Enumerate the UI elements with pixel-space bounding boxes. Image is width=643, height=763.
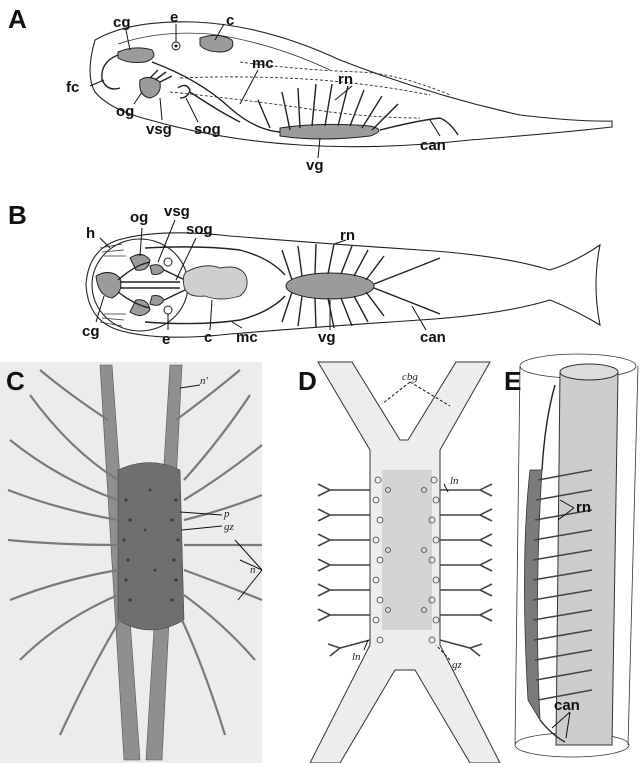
panel-b-label-mc: mc [236,329,258,346]
panel-c-label-n-prime: n' [200,375,209,387]
panel-b-label-c: c [204,329,212,346]
panel-b-eye-top [164,258,172,266]
panel-b-leader-mc [232,322,242,328]
panel-a-label-vg: vg [306,157,324,174]
panel-e-label-can: can [554,697,580,714]
panel-b-cerebellum [183,266,247,299]
panel-c-label-n: n [250,564,256,576]
panel-a-leader-cg [126,30,130,50]
panel-a-leader-fc [90,80,104,86]
panel-b-leader-vsg [158,220,175,262]
panel-a-label-e: e [170,9,178,26]
panel-b-cerebral-ganglion [96,272,121,298]
panel-b-ventral-ganglion [286,273,374,299]
panel-a-letter: A [8,4,27,34]
panel-a-label-mc: mc [252,55,274,72]
panel-b-label-vsg: vsg [164,203,190,220]
panel-d-core [382,470,432,630]
panel-b-label-sog: sog [186,221,213,238]
panel-d-letter: D [298,366,317,396]
panel-a-ventral-ganglion [280,124,379,139]
panel-a-frontal-commissure [102,55,120,89]
panel-a-leader-vg [318,138,320,158]
panel-d-label-gz: gz [452,659,463,671]
panel-a-dashed-line-2 [170,92,420,118]
panel-a-cerebral-ganglion [118,48,154,63]
panel-a-label-rn: rn [338,71,353,88]
panel-b-main-connective-bottom [145,296,285,324]
panel-a-optic-ganglion [140,77,161,98]
panel-c: C n' p gz n [0,362,262,763]
panel-d-label-cbg: cbg [402,371,418,383]
panel-a-label-sog: sog [194,121,221,138]
panel-a-radial-nerves [258,84,398,130]
panel-b: B [8,200,600,348]
panel-b-leader-og [140,228,142,256]
panel-a-leader-can [430,120,440,136]
panel-b-label-cg: cg [82,323,100,340]
panel-b-vsg-bottom [150,296,164,306]
panel-d: D cbg ln ln gz [298,362,500,763]
panel-a-leader-mc [240,70,258,104]
panel-b-letter: B [8,200,27,230]
panel-c-ganglion-body [118,463,184,631]
panel-a-leader-rn [335,86,352,100]
panel-a-label-fc: fc [66,79,79,96]
panel-e-inner-cylinder [556,372,618,745]
panel-c-letter: C [6,366,25,396]
panel-e-label-rn: rn [576,499,591,516]
panel-d-label-ln-top: ln [450,475,459,487]
panel-d-lateral-nerves-left [318,484,370,656]
panel-d-lateral-nerves-right [440,484,492,656]
panel-b-vsg-top [150,265,164,275]
panel-d-label-ln-bottom: ln [352,651,361,663]
panel-a: A [8,4,612,174]
panel-b-label-e: e [162,331,170,348]
panel-a-label-c: c [226,12,234,29]
panel-a-leader-sog [186,98,198,122]
panel-a-caudal-nerve [380,118,458,135]
panel-c-label-gz: gz [224,521,235,533]
panel-b-label-rn: rn [340,227,355,244]
panel-e-letter: E [504,366,521,396]
panel-b-label-can: can [420,329,446,346]
panel-a-label-cg: cg [113,14,131,31]
panel-e-connective-top [542,385,555,470]
panel-b-leader-c [210,300,212,330]
panel-a-label-vsg: vsg [146,121,172,138]
panel-e-ventral-strip [524,470,542,720]
panel-b-leader-can [412,306,426,330]
panel-e-inner-top [560,364,618,380]
panel-a-leader-vsg [160,98,162,120]
panel-a-eye-pupil [175,45,178,48]
panel-b-eye-bottom [164,306,172,314]
panel-c-label-p: p [223,508,230,520]
panel-a-label-og: og [116,103,134,120]
panel-a-leader-og [134,92,142,104]
panel-b-label-og: og [130,209,148,226]
panel-a-sog-loop [178,85,190,98]
panel-a-label-can: can [420,137,446,154]
panel-e: E rn can [504,354,638,757]
panel-b-label-vg: vg [318,329,336,346]
panel-b-label-h: h [86,225,95,242]
